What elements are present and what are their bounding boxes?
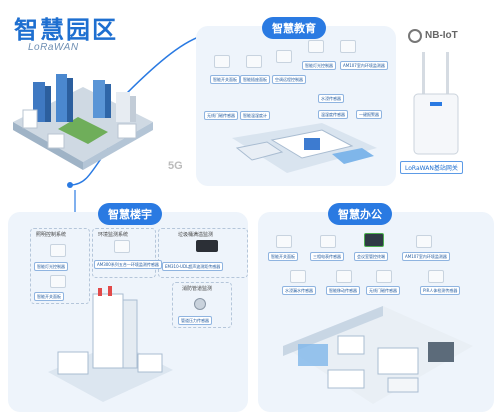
office-chip: AM107室内环境监测器	[402, 252, 450, 261]
office-chip: 水浸漏水传感器	[282, 286, 316, 295]
education-chip: 智能开关面板	[210, 75, 240, 84]
ultrasonic-sensor-icon	[196, 240, 218, 252]
office-title: 智慧办公	[328, 203, 392, 225]
campus-illustration	[13, 74, 153, 170]
pressure-gauge-icon	[194, 298, 206, 310]
sensor-device-icon	[276, 235, 292, 248]
office-scene	[283, 306, 473, 404]
education-title: 智慧教育	[262, 17, 326, 39]
sensor-device-icon	[290, 270, 306, 283]
trash-system-box	[158, 228, 248, 278]
gateway-label: LoRaWAN基站网关	[400, 161, 463, 174]
office-chip: 三相电表传感器	[310, 252, 344, 261]
sensor-device-icon	[428, 270, 444, 283]
nbiot-logo: NB-IoT	[425, 30, 458, 41]
sensor-device-icon	[336, 270, 352, 283]
sensor-device-icon	[50, 275, 66, 288]
office-chip: 智能开关面板	[268, 252, 298, 261]
sensor-device-icon	[416, 235, 432, 248]
group-label: 垃圾桶满溢监测	[178, 232, 214, 238]
education-chip: 水浸传感器	[318, 94, 344, 103]
building-chip: 智能开关面板	[34, 292, 64, 301]
group-label: 环境监测系统	[98, 232, 129, 238]
environment-system-box	[92, 228, 156, 278]
lighting-system-box	[30, 228, 90, 304]
group-label: 照明控制系统	[36, 232, 67, 238]
sensor-device-icon	[320, 235, 336, 248]
lorawan-logo: LoRaWAN	[28, 42, 79, 53]
building-chip: EM310-UDL超声波测距传感器	[162, 262, 224, 271]
sensor-device-icon	[50, 244, 66, 257]
office-chip: 智能移动传感器	[326, 286, 360, 295]
group-label: 消防管道监测	[182, 286, 213, 292]
education-chip: AM107室内环境监测器	[340, 61, 388, 70]
building-chip: AM300系列五合一环境监测传感器	[94, 260, 162, 269]
office-chip: 无线门磁传感器	[366, 286, 400, 295]
nbiot-icon	[408, 29, 422, 43]
fire-pipe-system-box	[172, 282, 232, 328]
lorawan-gateway-device	[413, 52, 459, 155]
education-chip: 一键报警器	[356, 110, 382, 119]
sensor-device-icon	[246, 55, 262, 68]
office-chip: PIR人体检测传感器	[420, 286, 461, 295]
5g-label: 5G	[168, 160, 183, 172]
building-chip: 管道压力传感器	[178, 316, 212, 325]
sensor-device-icon	[308, 40, 324, 53]
education-chip: 无线门磁传感器	[204, 111, 238, 120]
education-chip: 空调远程控制器	[272, 75, 306, 84]
page-title: 智慧园区	[14, 16, 118, 44]
office-chip: 会议室管控终端	[354, 252, 388, 261]
education-chip: 温湿度传感器	[318, 110, 348, 119]
sensor-device-icon	[114, 240, 130, 253]
meeting-terminal-icon	[364, 233, 384, 247]
building-title: 智慧楼宇	[98, 203, 162, 225]
education-chip: 智能插座面板	[240, 75, 270, 84]
sensor-device-icon	[376, 270, 392, 283]
building-chip: 智能灯光控制器	[34, 262, 68, 271]
sensor-device-icon	[340, 40, 356, 53]
education-chip: 智能温湿度计	[240, 111, 270, 120]
building-scene	[48, 286, 173, 402]
sensor-device-icon	[276, 50, 292, 63]
education-chip: 智能灯光控制器	[302, 61, 336, 70]
sensor-device-icon	[214, 55, 230, 68]
education-scene	[232, 123, 377, 173]
